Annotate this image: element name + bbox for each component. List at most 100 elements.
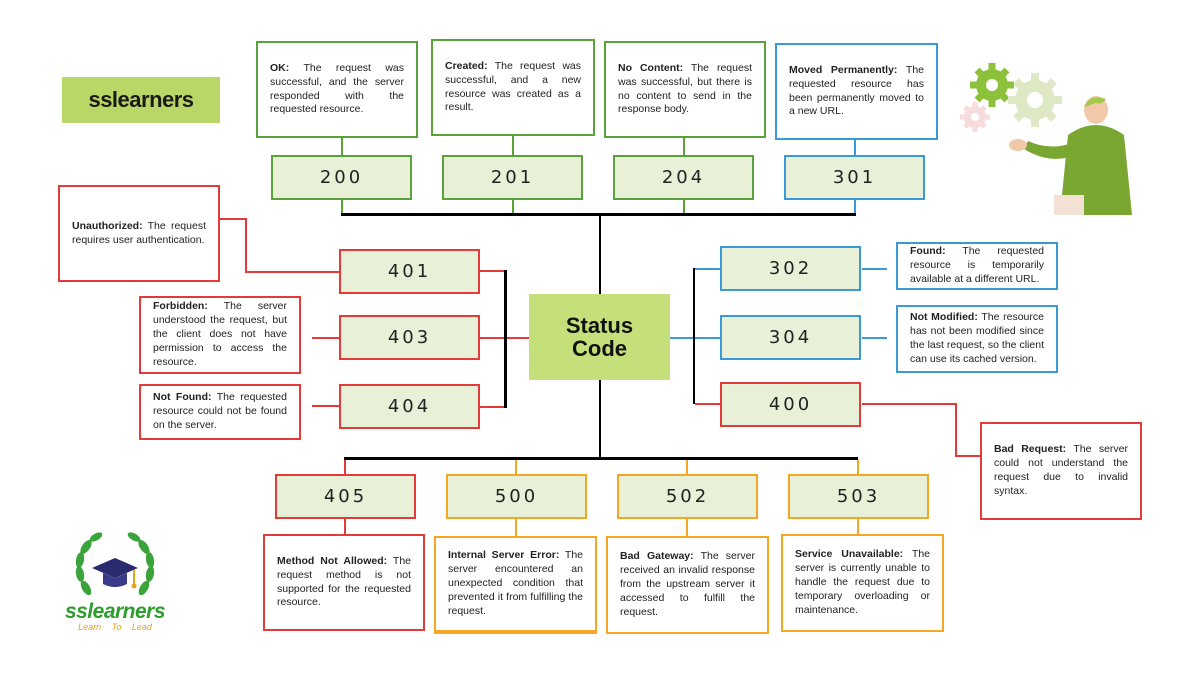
stub-405 <box>344 460 346 475</box>
desc-text-403: The server understood the request, but t… <box>153 300 287 368</box>
desc-box-302: Found: The requested resource is tempora… <box>896 242 1058 290</box>
person-illustration <box>960 63 1132 215</box>
center-to-left <box>502 337 529 339</box>
brand-name: sslearners <box>88 87 194 112</box>
gear-icon <box>970 63 1014 107</box>
link-500 <box>515 518 517 537</box>
link-400-b <box>955 403 957 456</box>
code-label-403: 403 <box>387 327 432 348</box>
desc-text-502: The server received an invalid response … <box>620 550 755 618</box>
desc-box-204: No Content: The request was successful, … <box>604 41 766 138</box>
desc-title-301: Moved Permanently: <box>789 63 898 76</box>
code-label-502: 502 <box>665 486 710 507</box>
desc-text-304: The resource has not been modified since… <box>910 311 1044 365</box>
stub-302 <box>695 268 720 270</box>
brand-logo-box: sslearners <box>62 77 220 123</box>
desc-title-200: OK: <box>270 61 290 74</box>
code-label-301: 301 <box>832 167 877 188</box>
desc-text-405: The request method is not supported for … <box>277 554 411 609</box>
stub-301 <box>854 199 856 213</box>
stub-201 <box>512 199 514 213</box>
desc-box-201: Created: The request was successful, and… <box>431 39 595 136</box>
link-200 <box>341 137 343 155</box>
stub-500 <box>515 460 517 475</box>
desc-box-304: Not Modified: The resource has not been … <box>896 305 1058 373</box>
desc-text-301: The requested resource has been permanen… <box>789 63 924 118</box>
desc-text-200: The request was successful, and the serv… <box>270 61 405 116</box>
code-label-302: 302 <box>768 258 813 279</box>
center-line-1: Status <box>565 312 634 338</box>
laurel-wreath-icon <box>75 532 155 596</box>
link-502 <box>686 518 688 537</box>
desc-box-503: Service Unavailable: The server is curre… <box>781 534 944 632</box>
stub-403 <box>480 337 504 339</box>
code-label-503: 503 <box>836 486 881 507</box>
trunk-bottom-line <box>599 380 601 458</box>
desc-title-400: Bad Request: <box>994 443 1067 456</box>
left-bus-line <box>504 270 507 408</box>
code-label-500: 500 <box>494 486 539 507</box>
link-400-c <box>955 455 980 457</box>
stub-401 <box>480 270 504 272</box>
desc-box-400: Bad Request: The server could not unders… <box>980 422 1142 520</box>
link-401-b <box>220 218 246 220</box>
desc-text-503: The server is currently unable to handle… <box>795 548 930 616</box>
desc-text-401: The request requires user authentication… <box>72 219 206 246</box>
code-label-304: 304 <box>768 327 813 348</box>
code-box-200: 200 <box>271 155 412 200</box>
link-204 <box>683 137 685 155</box>
desc-text-400: The server could not understand the requ… <box>994 443 1128 497</box>
code-label-200: 200 <box>319 167 364 188</box>
code-label-404: 404 <box>387 396 432 417</box>
desc-text-201: The request was successful, and a new re… <box>445 59 581 114</box>
desc-title-405: Method Not Allowed: <box>277 554 388 567</box>
link-401-c <box>245 218 247 272</box>
code-box-401: 401 <box>339 249 480 294</box>
code-box-301: 301 <box>784 155 925 200</box>
desc-box-502: Bad Gateway: The server received an inva… <box>606 536 769 634</box>
right-bus-line <box>693 268 695 404</box>
stub-404 <box>480 406 504 408</box>
link-403 <box>312 337 340 339</box>
desc-title-304: Not Modified: <box>910 311 978 324</box>
desc-title-502: Bad Gateway: <box>620 550 694 563</box>
link-304 <box>862 337 887 339</box>
desc-title-401: Unauthorized: <box>72 219 143 232</box>
desc-box-405: Method Not Allowed: The request method i… <box>263 534 425 631</box>
gear-icon <box>960 102 990 132</box>
desc-box-404: Not Found: The requested resource could … <box>139 384 301 440</box>
code-box-403: 403 <box>339 315 480 360</box>
desc-title-503: Service Unavailable: <box>795 548 904 561</box>
code-box-204: 204 <box>613 155 754 200</box>
desc-title-500: Internal Server Error: <box>448 549 560 562</box>
desc-box-500: Internal Server Error: The server encoun… <box>434 536 597 634</box>
link-503 <box>857 518 859 535</box>
desc-box-403: Forbidden: The server understood the req… <box>139 296 301 374</box>
code-box-302: 302 <box>720 246 861 291</box>
code-label-204: 204 <box>661 167 706 188</box>
logo-wordmark: sslearners <box>64 600 166 623</box>
gear-icon <box>1008 73 1062 127</box>
link-405 <box>344 518 346 535</box>
stub-204 <box>683 199 685 213</box>
center-to-right <box>670 337 694 339</box>
code-box-405: 405 <box>275 474 416 519</box>
code-label-405: 405 <box>323 486 368 507</box>
logo-tagline: Learn To Lead <box>78 622 152 632</box>
desc-text-204: The request was successful, but there is… <box>618 61 752 116</box>
code-box-503: 503 <box>788 474 929 519</box>
code-label-201: 201 <box>490 167 535 188</box>
link-404 <box>312 405 340 407</box>
top-bus-line <box>341 213 856 216</box>
desc-text-404: The requested resource could not be foun… <box>153 391 287 431</box>
code-box-201: 201 <box>442 155 583 200</box>
code-label-400: 400 <box>768 394 813 415</box>
code-box-404: 404 <box>339 384 480 429</box>
code-label-401: 401 <box>387 261 432 282</box>
code-box-502: 502 <box>617 474 758 519</box>
code-box-304: 304 <box>720 315 861 360</box>
link-302 <box>862 268 887 270</box>
center-line-2: Code <box>572 336 627 361</box>
desc-title-204: No Content: <box>618 61 684 74</box>
